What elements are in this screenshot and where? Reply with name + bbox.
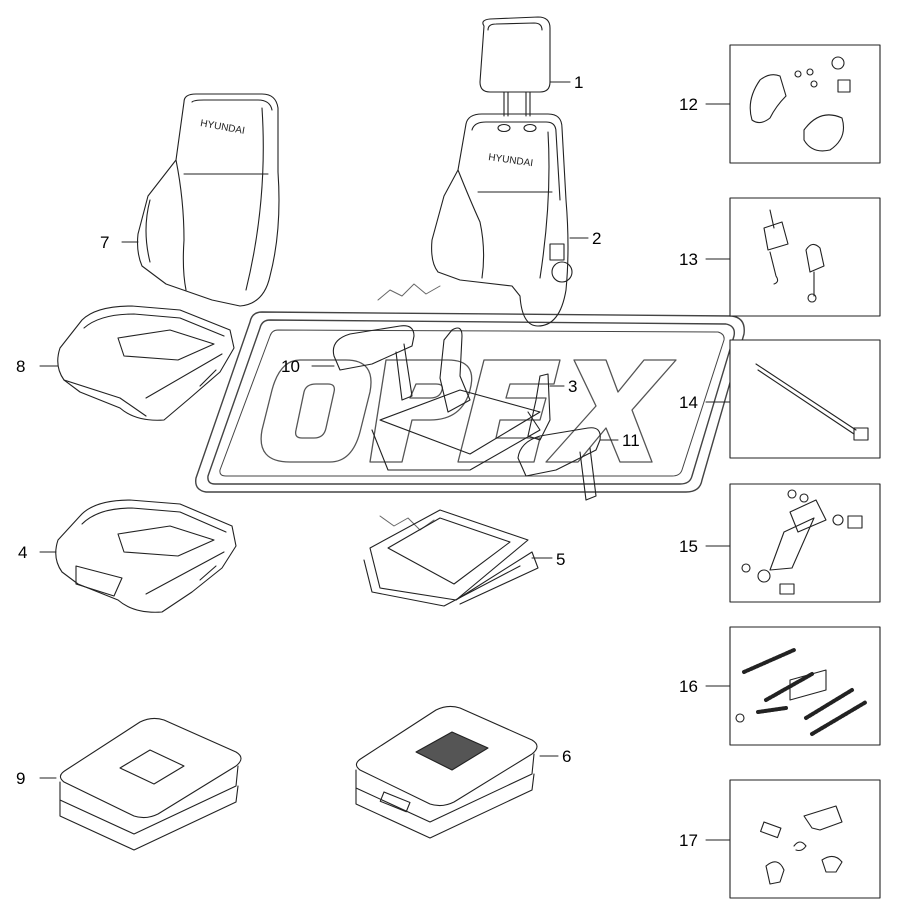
callout-5: 5 — [556, 550, 566, 569]
part-3-seat-frame — [371, 327, 565, 471]
part-6-suspension — [355, 705, 559, 839]
callout-3: 3 — [568, 377, 578, 396]
part-9-suspension-base — [39, 717, 242, 851]
seat-back-brand-label: HYUNDAI — [488, 152, 534, 169]
leader-lines — [705, 103, 731, 841]
callout-8: 8 — [16, 357, 26, 376]
callout-7: 7 — [100, 233, 110, 252]
callout-2: 2 — [592, 229, 602, 248]
callout-14: 14 — [679, 393, 698, 412]
part-10-armrest-left — [311, 325, 415, 401]
callout-13: 13 — [679, 250, 698, 269]
callout-9: 9 — [16, 769, 26, 788]
part-8-cushion-cover — [39, 305, 235, 421]
part-15-kit-box — [729, 483, 881, 603]
callout-4: 4 — [18, 543, 28, 562]
part-7-backrest-cover — [121, 93, 280, 307]
part-11-armrest-right — [517, 427, 619, 501]
part-5-slide-rail — [363, 509, 553, 607]
callout-6: 6 — [562, 747, 572, 766]
part-14-kit-box — [729, 339, 881, 459]
part-2-seat-back: HYUNDAI — [431, 113, 589, 327]
callout-15: 15 — [679, 537, 698, 556]
callout-16: 16 — [679, 677, 698, 696]
callout-17: 17 — [679, 831, 698, 850]
part-13-kit-box — [729, 197, 881, 317]
callout-10: 10 — [281, 357, 300, 376]
part-4-seat-cushion — [39, 499, 237, 613]
opex-watermark — [195, 283, 745, 531]
part-12-kit-box — [729, 44, 881, 164]
callout-1: 1 — [574, 73, 584, 92]
callout-12: 12 — [679, 95, 698, 114]
part-1-headrest — [479, 16, 571, 117]
part-17-kit-box — [729, 779, 881, 899]
part-16-kit-box — [729, 626, 881, 746]
callout-11: 11 — [622, 431, 640, 450]
